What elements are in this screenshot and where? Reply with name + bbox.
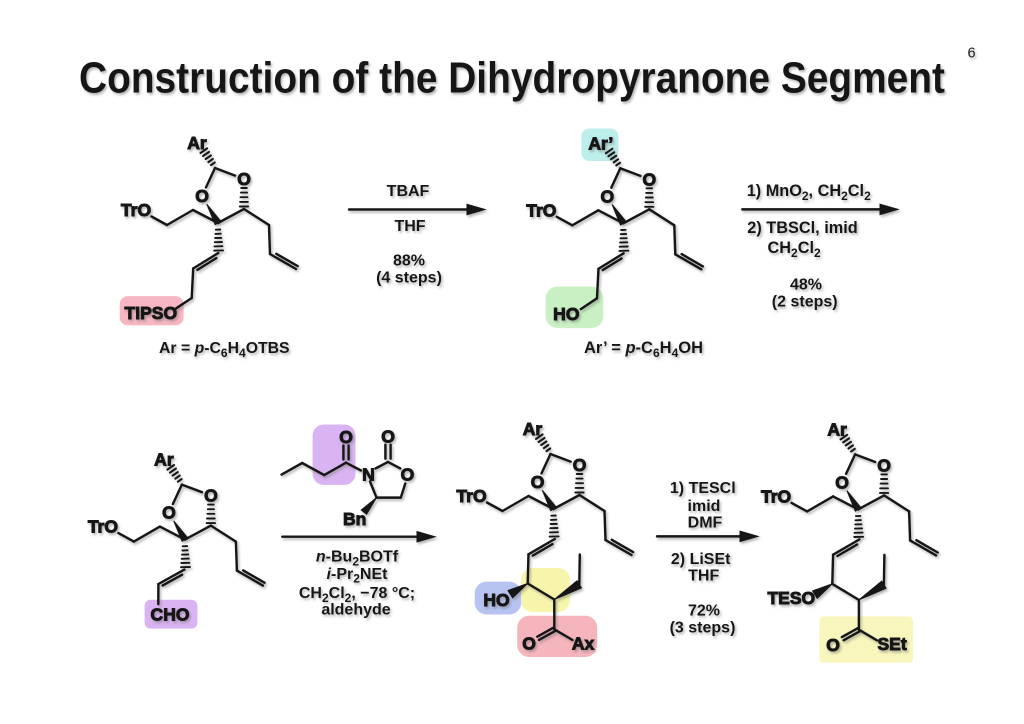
svg-text:O: O xyxy=(237,169,251,189)
svg-text:TBAF: TBAF xyxy=(387,183,430,200)
svg-text:TrO: TrO xyxy=(456,486,486,506)
svg-text:(4 steps): (4 steps) xyxy=(376,270,442,287)
svg-text:THF: THF xyxy=(688,568,719,585)
svg-text:2) LiSEt: 2) LiSEt xyxy=(671,551,731,568)
svg-text:SEt: SEt xyxy=(878,634,907,654)
svg-text:O: O xyxy=(162,503,176,523)
svg-text:Ar: Ar xyxy=(827,419,847,439)
svg-text:Ar: Ar xyxy=(187,133,207,153)
svg-text:TrO: TrO xyxy=(121,200,151,220)
svg-text:Ar: Ar xyxy=(154,450,174,470)
svg-text:O: O xyxy=(381,427,395,447)
svg-text:1) MnO2​, CH2​Cl2​: 1) MnO2​, CH2​Cl2​ xyxy=(747,182,871,203)
svg-text:O: O xyxy=(642,169,656,189)
svg-text:72%: 72% xyxy=(688,602,720,619)
svg-text:n-Bu2​BOTf: n-Bu2​BOTf xyxy=(316,549,399,569)
svg-text:O: O xyxy=(573,455,587,475)
svg-text:(3 steps): (3 steps) xyxy=(670,619,736,636)
svg-text:O: O xyxy=(600,186,614,206)
svg-text:aldehyde: aldehyde xyxy=(321,602,390,619)
svg-text:O: O xyxy=(195,186,209,206)
svg-text:TrO: TrO xyxy=(761,486,791,506)
svg-text:TESO: TESO xyxy=(767,588,815,608)
svg-text:O: O xyxy=(204,486,218,506)
svg-text:TrO: TrO xyxy=(88,517,118,537)
svg-text:O: O xyxy=(339,427,353,447)
svg-text:TrO: TrO xyxy=(526,200,556,220)
svg-text:Bn: Bn xyxy=(343,509,366,529)
svg-text:N: N xyxy=(362,465,375,485)
svg-text:Ar = p-C6​H4​OTBS: Ar = p-C6​H4​OTBS xyxy=(159,340,290,360)
svg-text:TIPSO: TIPSO xyxy=(125,303,178,323)
svg-text:Ax: Ax xyxy=(572,633,595,653)
svg-text:THF: THF xyxy=(394,218,425,235)
svg-text:48%: 48% xyxy=(790,277,822,294)
svg-text:CH2​Cl2​, −78 °C;: CH2​Cl2​, −78 °C; xyxy=(299,585,415,605)
svg-text:Ar’ = p-C6​H4​OH: Ar’ = p-C6​H4​OH xyxy=(584,339,703,360)
svg-text:Ar’: Ar’ xyxy=(588,133,613,153)
svg-text:DMF: DMF xyxy=(688,515,723,532)
svg-text:CH2​Cl2​: CH2​Cl2​ xyxy=(768,239,821,260)
svg-text:(2 steps): (2 steps) xyxy=(772,294,838,311)
svg-text:HO: HO xyxy=(483,590,509,610)
svg-text:O: O xyxy=(826,635,840,655)
svg-text:i-Pr2​NEt: i-Pr2​NEt xyxy=(327,566,389,586)
svg-text:O: O xyxy=(522,633,536,653)
svg-text:O: O xyxy=(401,465,415,485)
svg-text:CHO: CHO xyxy=(151,605,190,625)
svg-text:HO: HO xyxy=(553,304,579,324)
svg-text:6: 6 xyxy=(967,46,975,62)
svg-text:Construction of the Dihydropyr: Construction of the Dihydropyranone Segm… xyxy=(79,55,945,103)
svg-text:O: O xyxy=(835,472,849,492)
svg-text:1) TESCl: 1) TESCl xyxy=(670,480,736,497)
svg-text:88%: 88% xyxy=(393,253,425,270)
svg-text:imid: imid xyxy=(688,498,721,515)
svg-text:Ar: Ar xyxy=(523,419,543,439)
svg-text:O: O xyxy=(877,455,891,475)
svg-text:O: O xyxy=(531,472,545,492)
svg-text:2) TBSCl, imid: 2) TBSCl, imid xyxy=(747,219,857,237)
